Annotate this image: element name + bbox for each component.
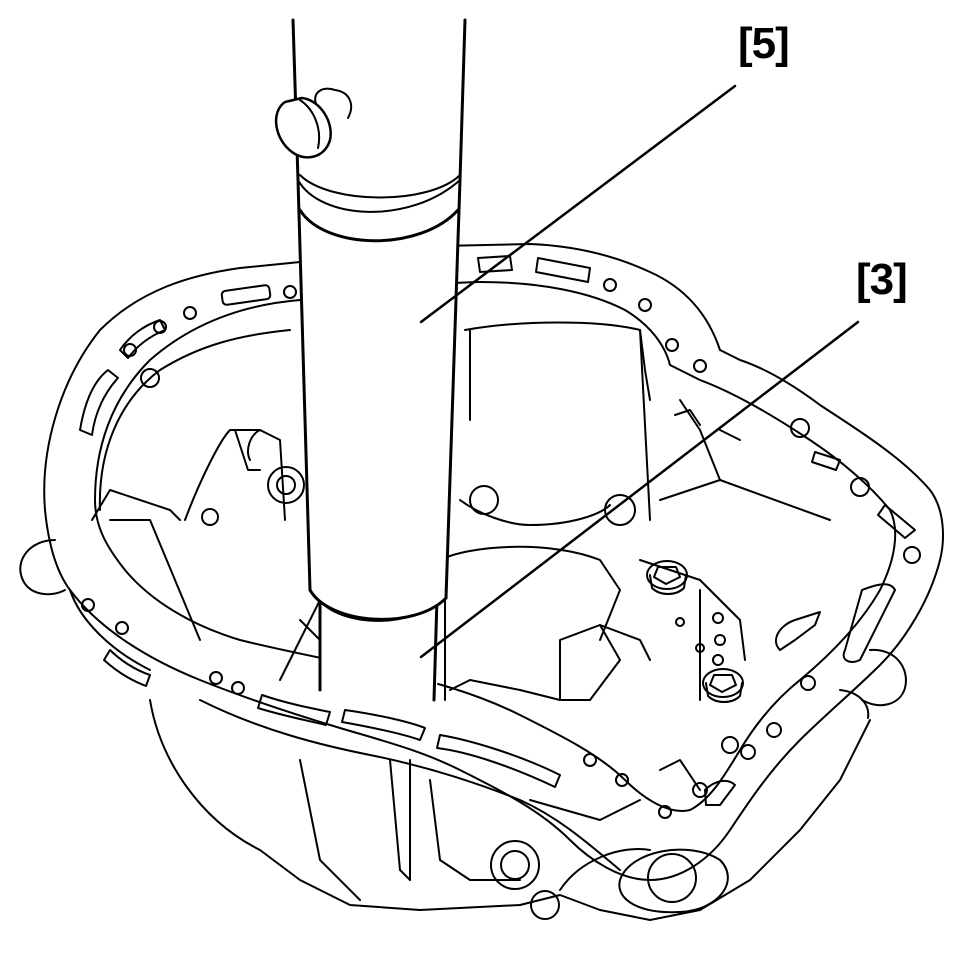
leader-line-5 [419, 84, 737, 324]
tool-upper-tube [291, 0, 467, 621]
callout-leaders [419, 84, 860, 659]
hex-bolts [646, 560, 744, 703]
housing-lower-body [149, 699, 871, 921]
housing-flange [43, 243, 944, 881]
housing-interior [91, 321, 831, 791]
leader-line-3 [419, 320, 860, 659]
callout-label-5: [5] [738, 19, 790, 68]
housing-lugs [19, 539, 907, 719]
flange-slots-and-holes [79, 255, 921, 819]
knob-pin [274, 87, 353, 159]
callout-label-3: [3] [856, 255, 908, 304]
